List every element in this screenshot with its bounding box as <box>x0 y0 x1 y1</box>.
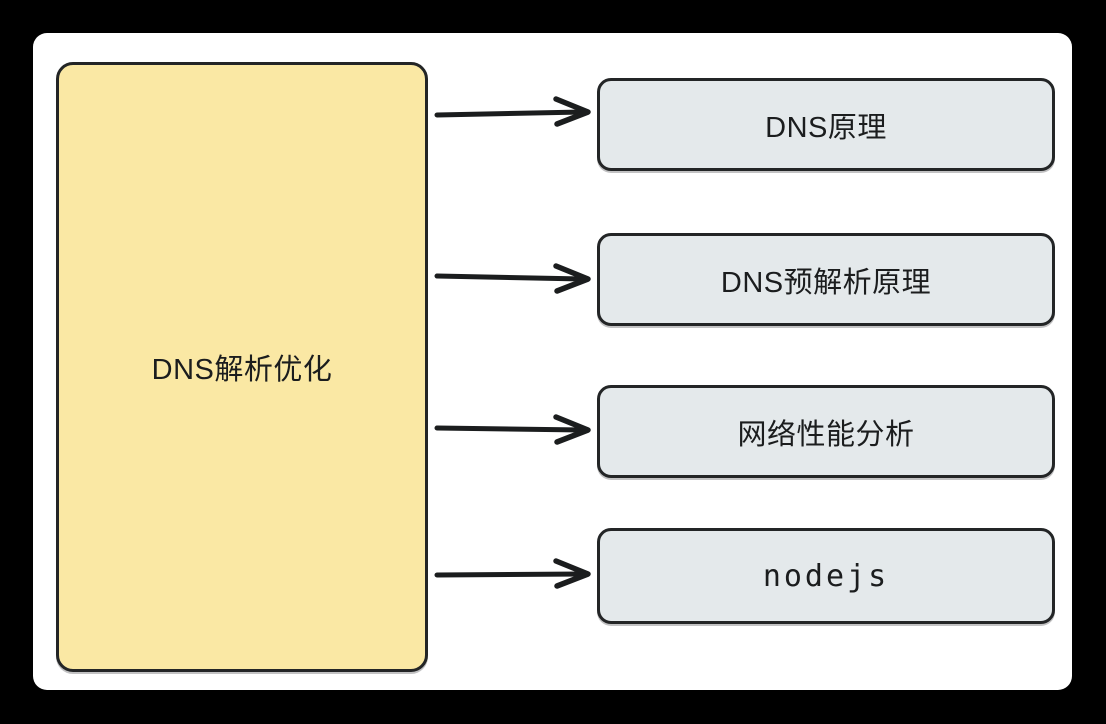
node-branch-2-label: 网络性能分析 <box>737 418 915 451</box>
node-branch-1[interactable]: DNS预解析原理 <box>597 233 1055 326</box>
node-root[interactable]: DNS解析优化 <box>56 62 428 672</box>
node-branch-0-label: DNS原理 <box>765 111 887 144</box>
node-branch-2[interactable]: 网络性能分析 <box>597 385 1055 478</box>
node-branch-3-label: nodejs <box>762 558 890 594</box>
node-branch-3[interactable]: nodejs <box>597 528 1055 624</box>
node-branch-0[interactable]: DNS原理 <box>597 78 1055 171</box>
node-root-label: DNS解析优化 <box>151 354 333 386</box>
node-branch-1-label: DNS预解析原理 <box>720 266 932 299</box>
